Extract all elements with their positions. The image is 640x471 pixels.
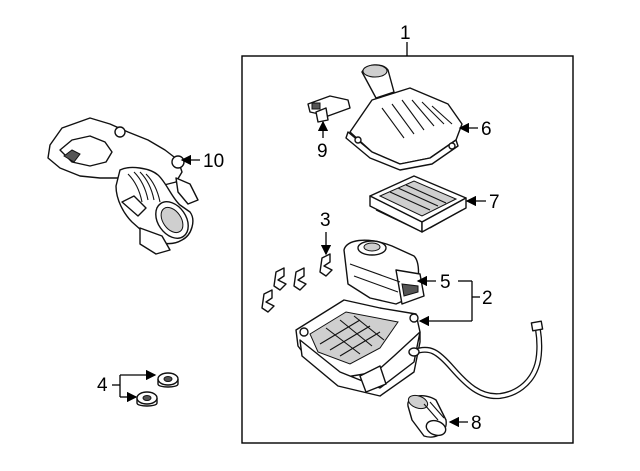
vent-hose-part <box>408 320 544 400</box>
clips-part <box>261 253 333 313</box>
callout-8: 8 <box>448 413 482 434</box>
callout-6-label: 6 <box>481 119 492 140</box>
callout-2-label: 2 <box>482 288 493 309</box>
adapter-part <box>407 394 447 438</box>
callout-7: 7 <box>465 192 500 213</box>
callout-3-label: 3 <box>320 210 331 231</box>
callout-6: 6 <box>458 119 492 140</box>
lower-housing-part <box>295 299 421 397</box>
callout-10-label: 10 <box>203 151 224 172</box>
callout-9: 9 <box>317 120 329 162</box>
callout-1-label: 1 <box>400 23 411 44</box>
grommets-part <box>136 372 179 407</box>
air-filter-part <box>369 175 467 233</box>
callout-5-2: 5 2 <box>416 272 493 327</box>
callout-9-label: 9 <box>317 141 328 162</box>
callout-4-label: 4 <box>97 375 108 396</box>
callout-4: 4 <box>97 369 157 403</box>
callout-1: 1 <box>400 23 411 56</box>
maf-sensor-part <box>307 95 351 123</box>
callout-3: 3 <box>320 210 332 256</box>
callout-8-label: 8 <box>471 413 482 434</box>
callout-5-label: 5 <box>440 272 451 293</box>
intake-tube-part <box>47 117 199 255</box>
resonator-part <box>343 239 425 305</box>
callout-7-label: 7 <box>489 192 500 213</box>
air-cleaner-cover-part <box>345 64 463 171</box>
callout-10: 10 <box>180 151 224 172</box>
